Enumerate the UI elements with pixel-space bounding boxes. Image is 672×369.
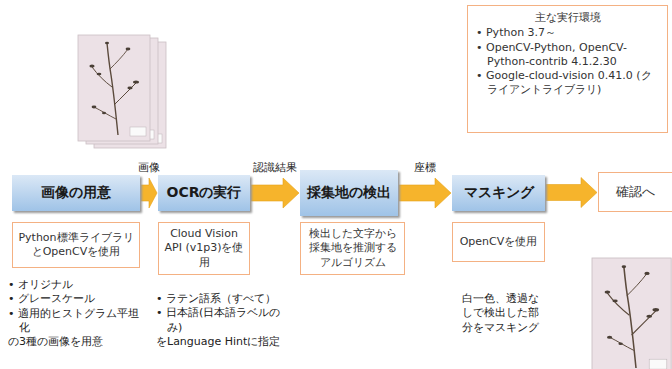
description-box: Cloud Vision API (v1p3)を使用 (158, 222, 250, 275)
process-box: 画像の用意 (12, 175, 140, 211)
box-text: Python標準ライブラリとOpenCVを使用 (18, 231, 134, 260)
box-text: OCRの実行 (162, 184, 246, 202)
specimen-sheet (78, 35, 150, 141)
description-box: OpenCVを使用 (452, 222, 545, 262)
note-text: • 日本語(日本語ラベルのみ) (156, 306, 284, 335)
environment-box: 主な実行環境• Python 3.7～• OpenCV-Python, Open… (467, 5, 668, 133)
note-text: • ラテン語系（すべて） (156, 292, 284, 306)
note-text: • 適用的ヒストグラム平坦化 (8, 307, 143, 336)
note-column: • ラテン語系（すべて）• 日本語(日本語ラベルのみ)をLanguage Hin… (156, 292, 284, 349)
description-box: Python標準ライブラリとOpenCVを使用 (12, 222, 140, 268)
masked-specimen-sheet (592, 258, 671, 369)
box-text: Cloud Vision API (v1p3)を使用 (164, 227, 244, 270)
flow-arrow (546, 178, 597, 208)
note-column: 白一色、透過なしで検出した部分をマスキング (462, 292, 546, 335)
box-text: • Python 3.7～ (476, 26, 659, 40)
edge-label: 座標 (413, 160, 437, 175)
note-text: • グレースケール (8, 292, 143, 306)
flow-arrow (141, 178, 157, 208)
box-text: • Google-cloud-vision 0.41.0 (クライアントライブラ… (476, 69, 659, 98)
process-box: マスキング (452, 175, 545, 211)
box-text: • OpenCV-Python, OpenCV-Python-contrib 4… (476, 41, 659, 70)
box-text: 検出した文字から採集地を推測するアルゴリズム (306, 227, 399, 270)
flow-arrow (399, 178, 451, 208)
flow-arrow (251, 178, 299, 208)
note-text: の3種の画像を用意 (8, 335, 143, 349)
process-box: OCRの実行 (158, 175, 250, 211)
description-box: 検出した文字から採集地を推測するアルゴリズム (300, 222, 405, 275)
box-text: 確認へ (603, 183, 668, 201)
note-text: 白一色、透過なしで検出した部分をマスキング (462, 292, 546, 335)
box-heading: 主な実行環境 (476, 11, 659, 25)
box-text: マスキング (456, 184, 541, 202)
box-text: 画像の用意 (16, 184, 136, 202)
process-box: 採集地の検出 (300, 170, 398, 216)
box-text: OpenCVを使用 (458, 235, 539, 249)
end-box: 確認へ (598, 172, 672, 212)
edge-label: 画像 (137, 160, 161, 175)
note-text: • オリジナル (8, 278, 143, 292)
note-text: をLanguage Hintに指定 (156, 335, 284, 349)
edge-label: 認識結果 (252, 160, 298, 175)
box-text: 採集地の検出 (304, 184, 394, 202)
note-column: • オリジナル• グレースケール• 適用的ヒストグラム平坦化の3種の画像を用意 (8, 278, 143, 349)
